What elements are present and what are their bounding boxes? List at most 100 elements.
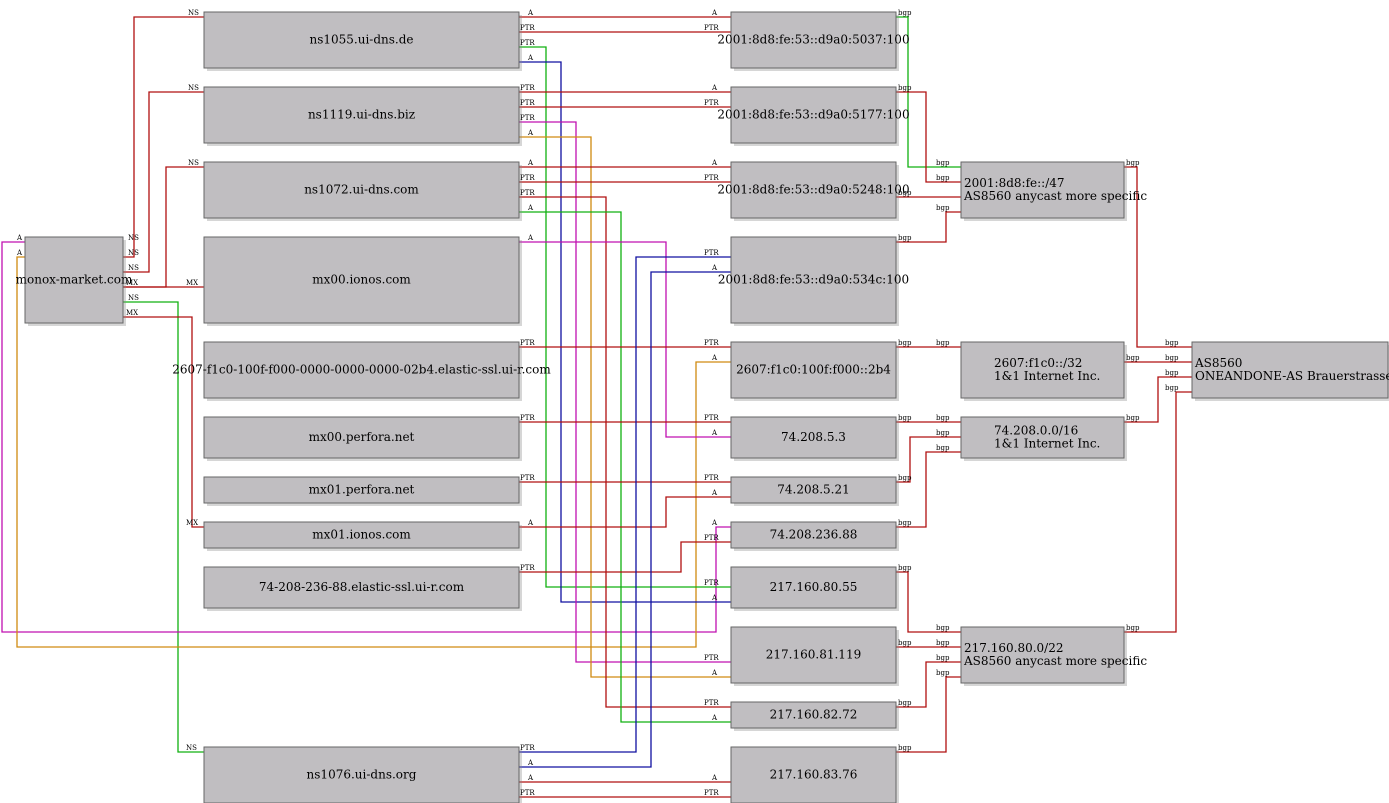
port-label-a: A	[711, 489, 718, 497]
node-ip5037[interactable]: 2001:8d8:fe:53::d9a0:5037:100	[717, 11, 910, 71]
port-label-a: A	[711, 774, 718, 782]
node-mx01perfora[interactable]: mx01.perfora.net	[203, 476, 522, 506]
port-label-ptr: PTR	[704, 579, 719, 587]
edge-red-5	[123, 316, 204, 528]
node-box	[730, 746, 897, 803]
port-label-ptr: PTR	[704, 24, 719, 32]
node-ip217_72[interactable]: 217.160.82.72	[730, 701, 899, 731]
node-box	[730, 566, 897, 609]
node-domain[interactable]: monox-market.com	[16, 236, 133, 326]
node-label: monox-market.com	[16, 273, 133, 287]
port-label-bgp: bgp	[1165, 339, 1179, 347]
node-label: 217.160.81.119	[766, 648, 861, 662]
edge-red-31	[896, 91, 961, 183]
nodes: monox-market.com ns1055.ui-dns.de ns1119.u…	[16, 11, 1389, 803]
node-box	[203, 11, 520, 69]
node-ip74_5_21[interactable]: 74.208.5.21	[730, 476, 899, 506]
port-label-ptr: PTR	[704, 474, 719, 482]
port-label-a: A	[527, 204, 534, 212]
node-elastic74[interactable]: 74-208-236-88.elastic-ssl.ui-r.com	[203, 566, 522, 611]
port-label-ptr: PTR	[704, 99, 719, 107]
node-box	[203, 341, 520, 399]
port-label-bgp: bgp	[936, 624, 950, 632]
node-elastic2607[interactable]: 2607-f1c0-100f-f000-0000-0000-0000-02b4.…	[172, 341, 551, 401]
port-label-bgp: bgp	[1126, 354, 1140, 362]
node-ip5177[interactable]: 2001:8d8:fe:53::d9a0:5177:100	[717, 86, 910, 146]
node-ns1055[interactable]: ns1055.ui-dns.de	[203, 11, 522, 71]
node-label: 2607-f1c0-100f-f000-0000-0000-0000-02b4.…	[172, 363, 551, 377]
node-box	[203, 161, 520, 219]
port-label-a: A	[527, 54, 534, 62]
node-label: AS8560	[1194, 356, 1242, 370]
node-ip5248[interactable]: 2001:8d8:fe:53::d9a0:5248:100	[717, 161, 910, 221]
node-box	[203, 416, 520, 459]
node-box	[960, 416, 1125, 459]
node-ip74_5_3[interactable]: 74.208.5.3	[730, 416, 899, 461]
node-box	[1191, 341, 1389, 399]
node-box	[24, 236, 124, 324]
node-label: ns1119.ui-dns.biz	[308, 108, 415, 122]
port-label-ptr: PTR	[704, 654, 719, 662]
edges	[1, 16, 1192, 798]
node-label: 217.160.82.72	[770, 708, 858, 722]
port-label-ptr: PTR	[520, 99, 535, 107]
node-ip217_119[interactable]: 217.160.81.119	[730, 626, 899, 686]
edge-red-24	[519, 496, 731, 528]
port-label-ptr: PTR	[704, 414, 719, 422]
port-label-bgp: bgp	[898, 189, 912, 197]
node-label: AS8560 anycast more specific	[963, 654, 1147, 668]
port-label-a: A	[711, 669, 718, 677]
node-box	[203, 86, 520, 144]
port-label-mx: MX	[126, 279, 138, 287]
node-ip217_55[interactable]: 217.160.80.55	[730, 566, 899, 611]
node-ip74_236[interactable]: 74.208.236.88	[730, 521, 899, 551]
port-label-bgp: bgp	[936, 204, 950, 212]
node-label: 2001:8d8:fe:53::d9a0:5177:100	[717, 108, 909, 122]
node-label: 1&1 Internet Inc.	[994, 437, 1100, 451]
node-box	[203, 521, 520, 549]
port-label-bgp: bgp	[936, 414, 950, 422]
node-label: 2001:8d8:fe:53::d9a0:534c:100	[718, 273, 909, 287]
node-ns1076[interactable]: ns1076.ui-dns.org	[203, 746, 522, 803]
node-box	[960, 626, 1125, 684]
port-label-a: A	[711, 594, 718, 602]
node-mx00ionos[interactable]: mx00.ionos.com	[203, 236, 522, 326]
node-mx01ionos[interactable]: mx01.ionos.com	[203, 521, 522, 551]
node-ip2b4[interactable]: 2607:f1c0:100f:f000::2b4	[730, 341, 899, 401]
edge-red-37	[896, 451, 961, 528]
port-label-ns: NS	[128, 294, 139, 302]
node-ip534c[interactable]: 2001:8d8:fe:53::d9a0:534c:100	[718, 236, 909, 326]
node-ns1119[interactable]: ns1119.ui-dns.biz	[203, 86, 522, 146]
edge-red-1	[123, 91, 204, 273]
node-box	[730, 161, 897, 219]
node-pfx2607[interactable]: 2607:f1c0::/321&1 Internet Inc.	[960, 341, 1127, 401]
edge-red-41	[896, 676, 961, 753]
edge-green-4	[123, 301, 204, 753]
port-label-a: A	[711, 714, 718, 722]
node-pfx74[interactable]: 74.208.0.0/161&1 Internet Inc.	[960, 416, 1127, 461]
port-label-ns: NS	[186, 744, 197, 752]
node-box	[730, 416, 897, 459]
port-label-mx: MX	[126, 309, 138, 317]
node-box	[203, 476, 520, 504]
edge-red-40	[896, 661, 961, 708]
node-ns1072[interactable]: ns1072.ui-dns.com	[203, 161, 522, 221]
port-label-a: A	[527, 159, 534, 167]
port-label-bgp: bgp	[898, 234, 912, 242]
node-box	[730, 11, 897, 69]
node-ip217_76[interactable]: 217.160.83.76	[730, 746, 899, 803]
node-label: 217.160.80.55	[770, 580, 858, 594]
node-label: 2607:f1c0::/32	[994, 356, 1082, 370]
node-box	[730, 476, 897, 504]
port-label-bgp: bgp	[898, 699, 912, 707]
node-label: ns1072.ui-dns.com	[304, 183, 419, 197]
port-labels: NSNSNSMXNSMXNSNSNSMXNSMXAAAPTRPTRAPTRPTR…	[16, 9, 1179, 797]
port-label-ptr: PTR	[520, 174, 535, 182]
node-label: 74-208-236-88.elastic-ssl.ui-r.com	[259, 580, 465, 594]
node-mx00perfora[interactable]: mx00.perfora.net	[203, 416, 522, 461]
edge-red-36	[896, 436, 961, 483]
node-box	[203, 746, 520, 803]
